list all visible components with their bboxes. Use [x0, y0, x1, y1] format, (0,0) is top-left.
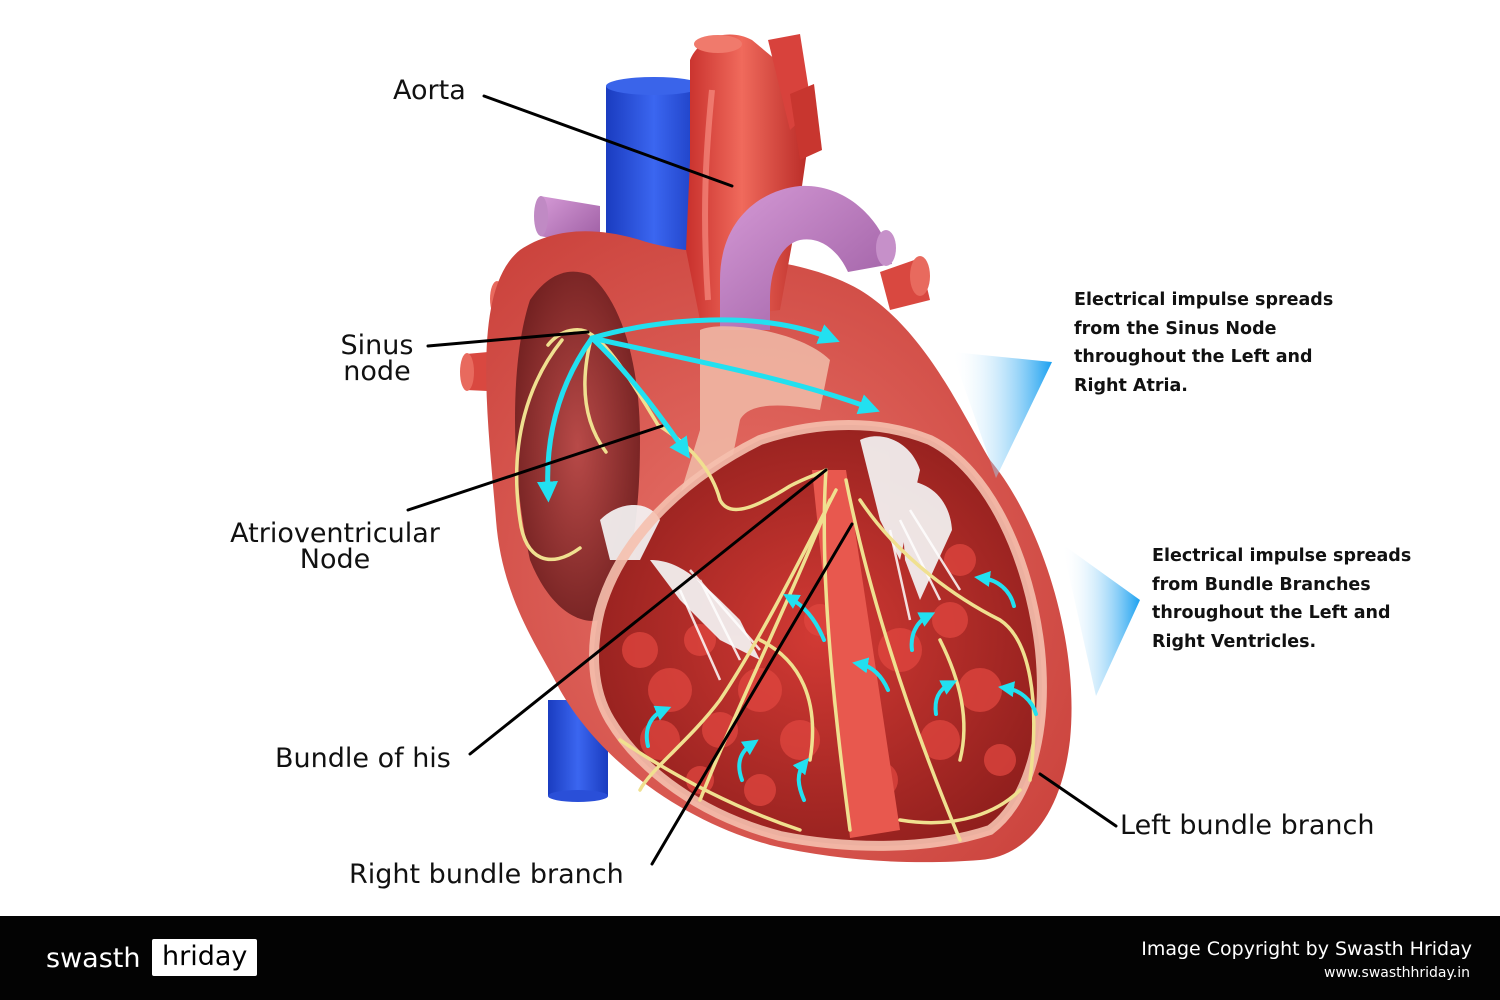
ventricle-impulse-arrows — [644, 571, 1038, 802]
sinus-node-label-line2: node — [343, 356, 411, 387]
aorta-label: Aorta — [393, 75, 466, 106]
av-node-leader-line — [406, 424, 664, 512]
atria-note-line: from the Sinus Node — [1074, 318, 1277, 339]
sinus-node-label-line1: Sinus — [340, 330, 414, 361]
atria-impulse-note: Electrical impulse spreads from the Sinu… — [1074, 286, 1333, 400]
ventricle-tissue-texture — [622, 544, 1016, 806]
interventricular-septum — [812, 470, 900, 838]
right-bundle-branch-leader-line — [650, 522, 854, 866]
left-bundle-branch-leader-line — [1038, 772, 1118, 828]
atria-note-line: Right Atria. — [1074, 375, 1188, 396]
ventricles-note-line: Electrical impulse spreads — [1152, 546, 1412, 566]
atria-note-pointer — [952, 352, 1052, 478]
ventricles-note-line: Right Ventricles. — [1152, 631, 1317, 652]
atria-note-line: Electrical impulse spreads — [1074, 290, 1334, 310]
ventricles-impulse-note: Electrical impulse spreads from Bundle B… — [1152, 542, 1411, 656]
pulmonary-trunk — [720, 185, 896, 330]
av-node-label: Atrioventricular Node — [210, 518, 460, 575]
chordae-strings — [678, 509, 962, 681]
bundle-of-his-leader-line — [468, 468, 828, 756]
brand-logo-part2: hriday — [152, 939, 258, 976]
atrial-impulse-arrows — [537, 317, 880, 503]
ventricles-note-pointer — [1062, 544, 1140, 696]
sinus-node-leader-line — [426, 330, 590, 348]
sinus-node-label: Sinus node — [322, 330, 432, 387]
av-node-label-line2: Node — [299, 544, 371, 575]
av-node-label-line1: Atrioventricular — [230, 518, 440, 549]
brand-logo-part1: swasth — [46, 943, 141, 974]
right-bundle-branch-label: Right bundle branch — [349, 859, 624, 890]
copyright-text: Image Copyright by Swasth Hriday — [1141, 938, 1472, 960]
left-bundle-branch-label: Left bundle branch — [1120, 810, 1375, 841]
heart-illustration — [406, 34, 1140, 866]
ventricles-note-line: from Bundle Branches — [1152, 574, 1371, 595]
ventricles-note-line: throughout the Left and — [1152, 603, 1391, 623]
right-pulmonary-stub — [880, 256, 930, 310]
leader-lines — [406, 94, 1118, 866]
bundle-of-his-label: Bundle of his — [275, 743, 451, 774]
website-url: www.swasthhriday.in — [1324, 965, 1470, 981]
aorta-leader-line — [482, 94, 734, 188]
atria-note-line: throughout the Left and — [1074, 347, 1313, 367]
